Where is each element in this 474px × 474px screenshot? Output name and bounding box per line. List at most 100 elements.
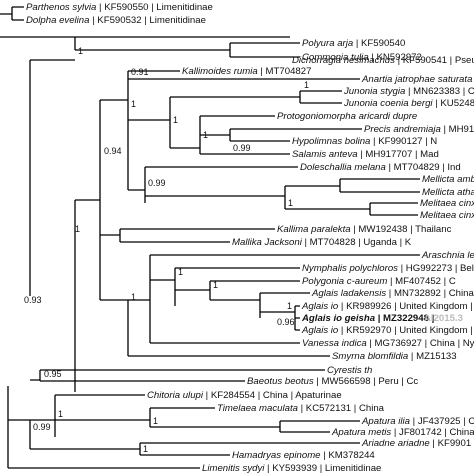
accession-info: | KR989926 | United Kingdom | N bbox=[338, 301, 474, 312]
support-value: 1 bbox=[304, 80, 309, 90]
species-name: Apatura metis bbox=[331, 427, 391, 438]
tip-label: Cyrestis th bbox=[327, 365, 372, 376]
species-name: Polygonia c-aureum bbox=[302, 276, 387, 287]
species-name: Aglais io geisha bbox=[301, 313, 376, 324]
tip-label: Polygonia c-aureum | MF407452 | C bbox=[302, 276, 456, 287]
tip-label: Apatura metis | JF801742 | China bbox=[331, 427, 474, 438]
tip-label: Nymphalis polychloros | HG992273 | Belgi bbox=[302, 263, 474, 274]
species-name: Kallima paralekta bbox=[277, 224, 351, 235]
species-name: Smyrna blomfildia bbox=[332, 351, 408, 362]
accession-info: | KN592972 bbox=[369, 52, 422, 63]
tip-label: Commonia tulia | KN592972 bbox=[302, 52, 422, 63]
tip-label: Ariadne ariadne | KF9901 bbox=[361, 438, 471, 449]
accession-info: | MT704829 | Ind bbox=[386, 162, 461, 173]
species-name: Junonia coenia bergi bbox=[343, 98, 433, 109]
accession-info: | KF284554 | China | Apaturinae bbox=[203, 390, 342, 401]
tip-label: Protogoniomorpha aricardi dupre bbox=[277, 111, 417, 122]
species-name: Precis andremiaja bbox=[364, 124, 441, 135]
accession-info: | JF437925 | China | bbox=[410, 416, 474, 427]
support-value: 1 bbox=[203, 130, 208, 140]
tip-label: Junonia coenia bergi | KU524879 | Berr bbox=[343, 98, 474, 109]
accession-info: | MT704828 | Uganda | K bbox=[302, 237, 412, 248]
tip-label: Aglais io | KR592970 | United Kingdom | … bbox=[301, 325, 474, 336]
tip-label: Araschnia levana | MT7 bbox=[421, 250, 474, 261]
tree-branches bbox=[0, 6, 420, 469]
species-name: Melitaea cinxia bbox=[420, 210, 474, 221]
accession-info: | MW192438 | Thailanc bbox=[351, 224, 452, 235]
tip-label: Anartia jatrophae saturata | MT7 bbox=[361, 74, 474, 85]
accession-info: | KF590541 | Pseud bbox=[395, 55, 474, 66]
species-name: Apatura ilia bbox=[361, 416, 410, 427]
species-name: Melitaea cinxia bbox=[420, 198, 474, 209]
accession-info: | KF590550 | Limenitidinae bbox=[96, 2, 212, 13]
accession-info: | KY593939 | Limenitidinae bbox=[264, 463, 381, 474]
accession-info: | KF9901 bbox=[430, 438, 471, 449]
accession-info: | KM378244 bbox=[321, 450, 376, 461]
accession-info: | MH917707 | Mad bbox=[358, 149, 439, 160]
tip-label: Doleschallia melana | MT704829 | Ind bbox=[300, 162, 461, 173]
tip-label: Limenitis sydyi | KY593939 | Limenitidin… bbox=[202, 463, 381, 474]
support-value: 1 bbox=[178, 267, 183, 277]
accession-info: | MZ322948 | bbox=[375, 313, 434, 324]
species-name: Parthenos sylvia bbox=[26, 2, 96, 13]
support-value: 1 bbox=[153, 416, 158, 426]
accession-info: | JF801742 | China bbox=[391, 427, 474, 438]
accession-info: | MN623383 | Central bbox=[405, 86, 474, 97]
species-name: Dolpha evelina bbox=[26, 15, 89, 26]
species-name: Hypolimnas bolina bbox=[292, 136, 370, 147]
species-name: Junonia stygia bbox=[343, 86, 405, 97]
species-name: Baeotus beotus bbox=[247, 376, 314, 387]
accession-info: | KU524879 | Berr bbox=[433, 98, 474, 109]
accession-info: | KC572131 | China bbox=[298, 403, 385, 414]
tip-label: Aglais ladakensis | MN732892 | China | N bbox=[311, 288, 474, 299]
tip-label: Melitaea cinxia | HM bbox=[420, 198, 474, 209]
species-name: Timelaea maculata bbox=[217, 403, 298, 414]
species-name: Doleschallia melana bbox=[300, 162, 386, 173]
tip-label: Parthenos sylvia | KF590550 | Limenitidi… bbox=[26, 2, 213, 13]
tip-label: Dichorragia nesimachus | KF590541 | Pseu… bbox=[292, 55, 474, 66]
tip-label: Polyura arja | KF590540 bbox=[302, 38, 405, 49]
species-name: Araschnia levana bbox=[421, 250, 474, 261]
accession-info: | KF590540 bbox=[353, 38, 405, 49]
tip-label: Aglais io geisha | MZ322948 | bbox=[301, 313, 434, 324]
tip-label: Kallima paralekta | MW192438 | Thailanc bbox=[277, 224, 452, 235]
tip-label: Timelaea maculata | KC572131 | China bbox=[217, 403, 385, 414]
tip-label: Mellicta ambigua | MK2 bbox=[422, 174, 474, 185]
support-value: 1 bbox=[75, 224, 80, 234]
support-value: 0.96 bbox=[277, 317, 295, 327]
species-name: Nymphalis polychloros bbox=[302, 263, 398, 274]
support-value: 1 bbox=[58, 409, 63, 419]
tip-label: Dolpha evelina | KF590532 | Limenitidina… bbox=[26, 15, 206, 26]
species-name: Limenitis sydyi bbox=[202, 463, 265, 474]
support-value: 1 bbox=[213, 280, 218, 290]
species-name: Commonia tulia bbox=[302, 52, 369, 63]
accession-info: | HG992273 | Belgi bbox=[398, 263, 474, 274]
tip-label: Salamis anteva | MH917707 | Mad bbox=[292, 149, 439, 160]
tip-label: Smyrna blomfildia | MZ15133 bbox=[332, 351, 457, 362]
species-name: Anartia jatrophae saturata bbox=[361, 74, 472, 85]
tip-label: Melitaea cinxia | CM bbox=[420, 210, 474, 221]
tip-label: Hamadryas epinome | KM378244 bbox=[232, 450, 375, 461]
support-value: 1 bbox=[131, 99, 136, 109]
accession-info: | KF990127 | N bbox=[370, 136, 437, 147]
species-name: Hamadryas epinome bbox=[232, 450, 321, 461]
tip-label: Kallimoides rumia | MT704827 bbox=[182, 66, 311, 77]
support-value: 1 bbox=[287, 301, 292, 311]
accession-info: | MH917 bbox=[441, 124, 474, 135]
support-value: 0.94 bbox=[104, 146, 122, 156]
species-name: Kallimoides rumia bbox=[182, 66, 258, 77]
tip-label: Vanessa indica | MG736927 | China | Nymp… bbox=[302, 338, 474, 349]
species-name: Aglais io bbox=[301, 301, 339, 312]
accession-info: | MT7 bbox=[472, 74, 474, 85]
support-value: 0.95 bbox=[44, 369, 62, 379]
accession-info: | MW566598 | Peru | Cc bbox=[314, 376, 419, 387]
species-name: Aglais ladakensis bbox=[311, 288, 386, 299]
species-name: Polyura arja bbox=[302, 38, 353, 49]
support-value: 1 bbox=[288, 198, 293, 208]
support-value: 1 bbox=[131, 292, 136, 302]
accession-info: | MG736927 | China | Nymphali bbox=[367, 338, 474, 349]
support-value: 0.99 bbox=[148, 178, 166, 188]
support-value: 1 bbox=[173, 115, 178, 125]
accession-info: | MT704827 bbox=[258, 66, 312, 77]
